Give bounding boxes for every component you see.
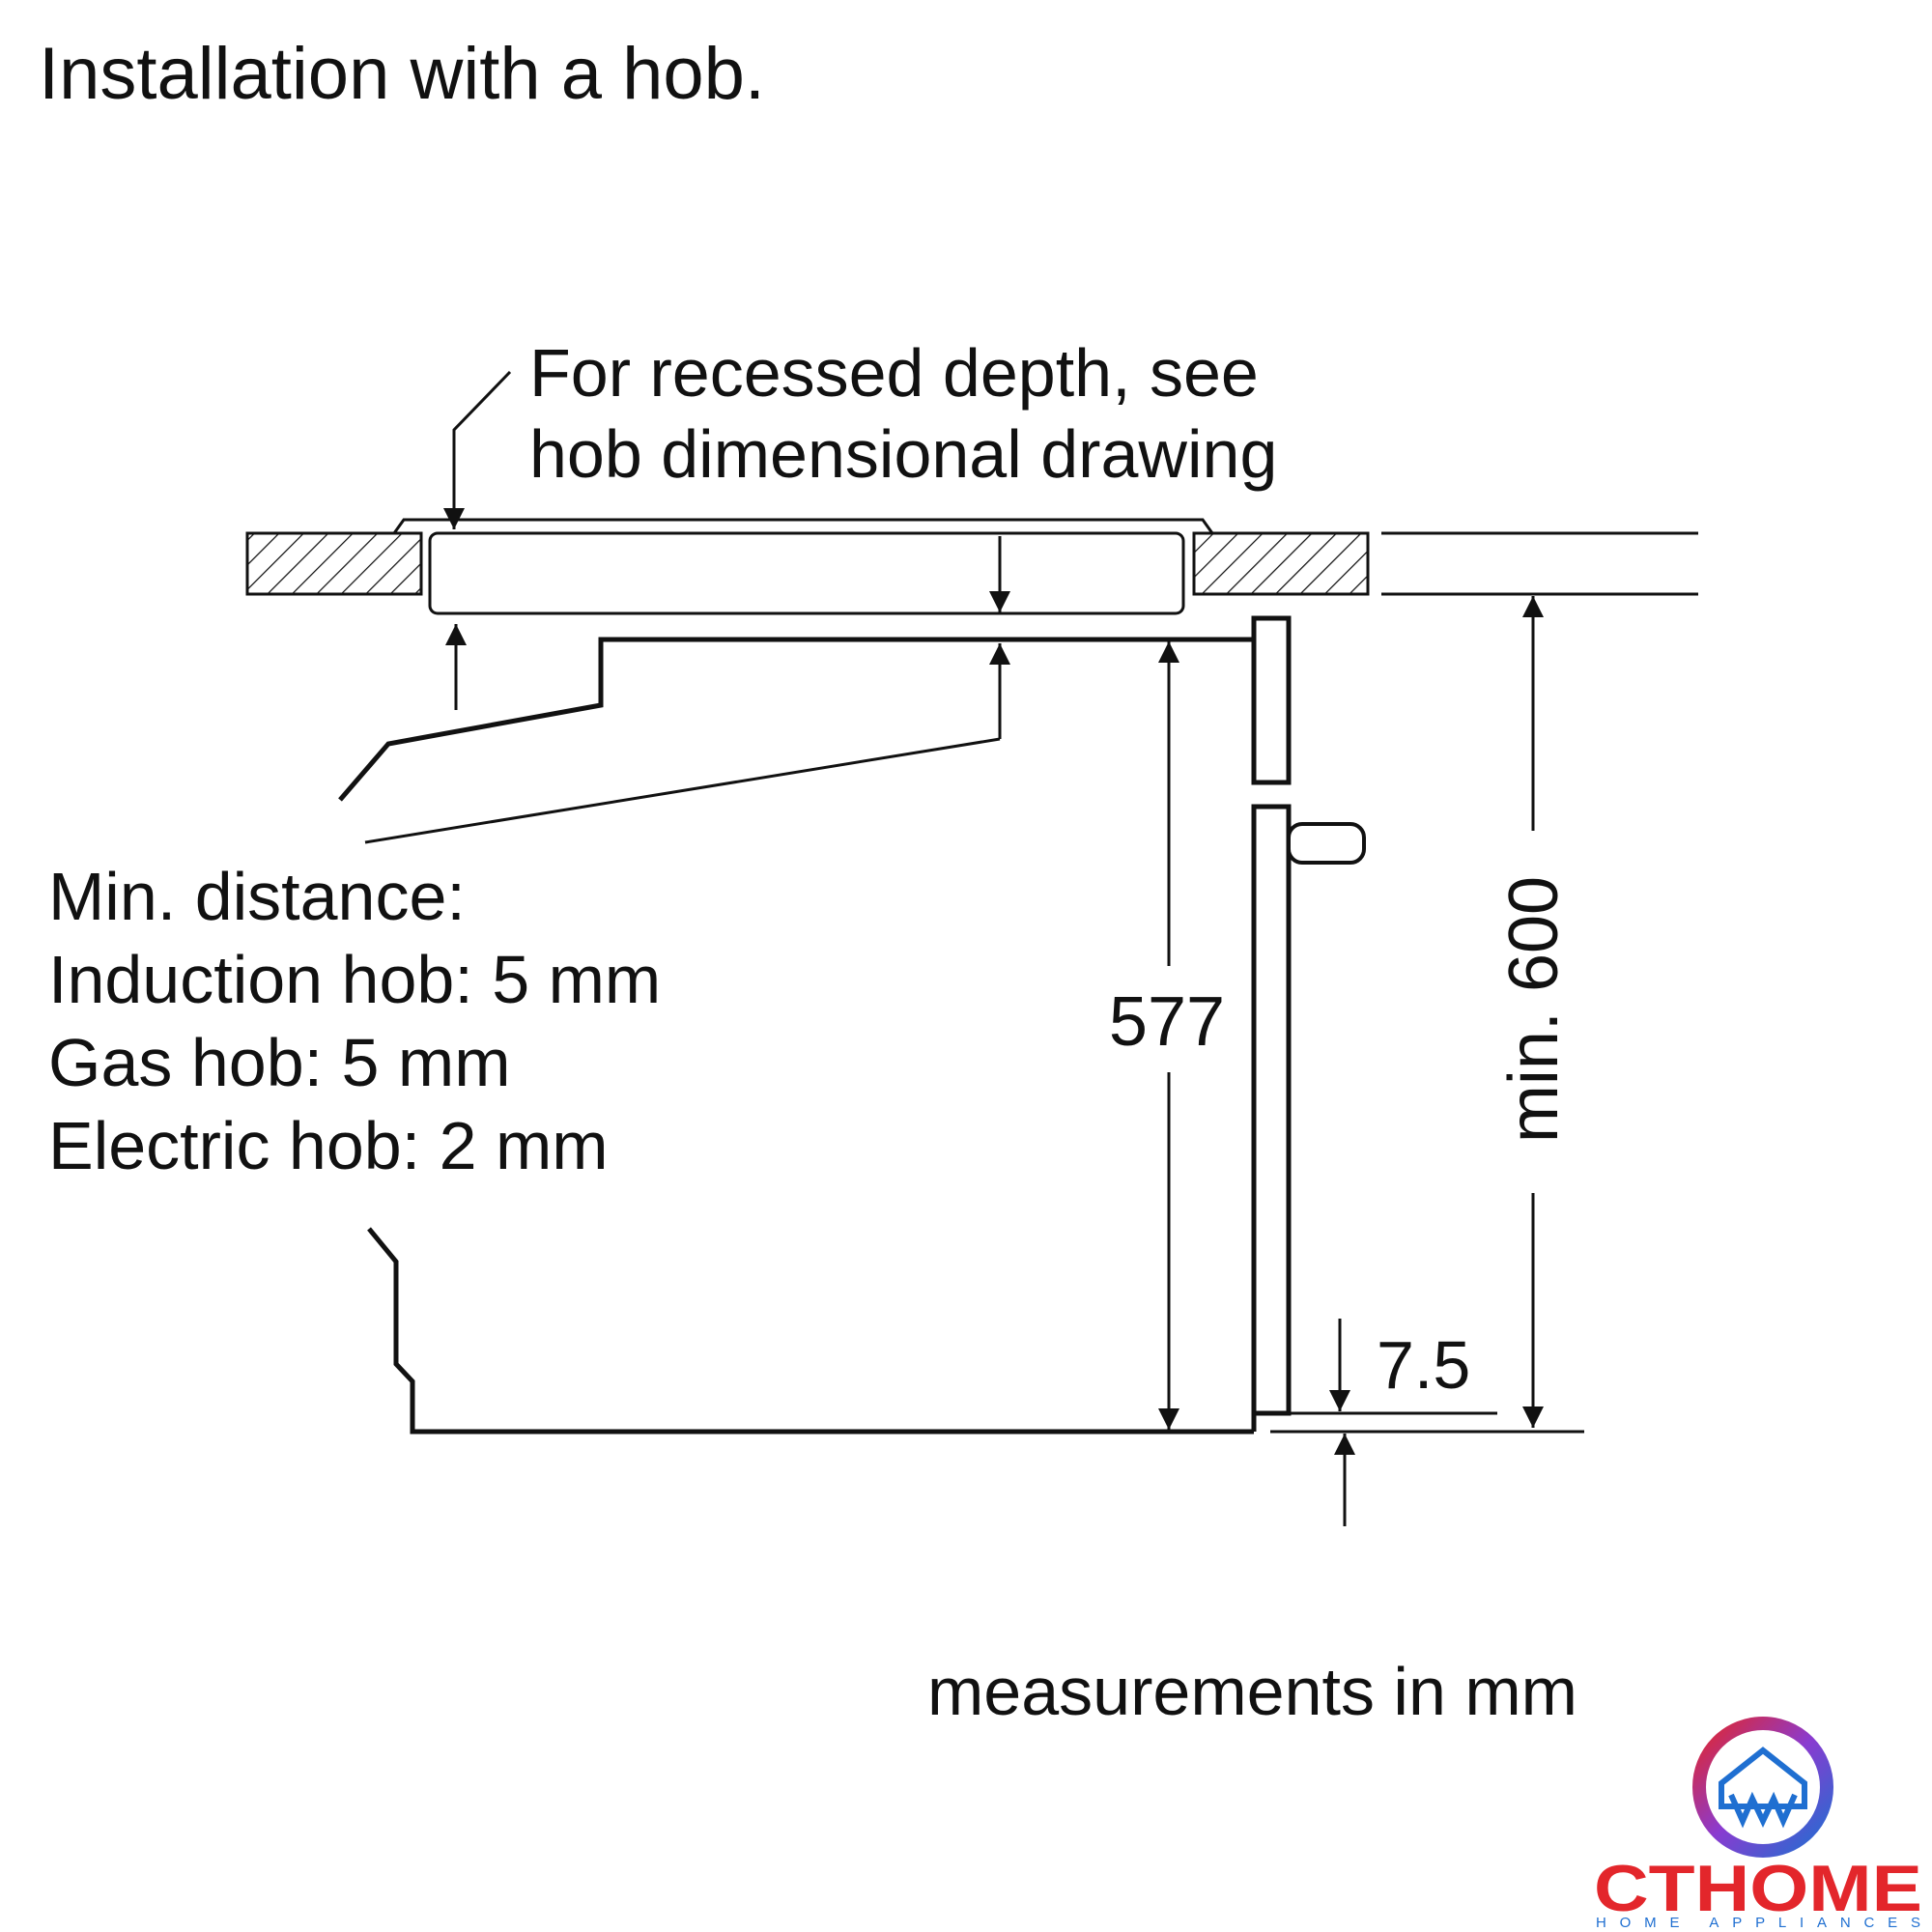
hob-body <box>428 531 1185 615</box>
house-icon <box>1692 1717 1833 1858</box>
logo-brand: CTHOME <box>1594 1852 1922 1925</box>
oven-door <box>1251 804 1292 1416</box>
oven-front-upper <box>1251 615 1292 785</box>
dim-600-label: min. 600 <box>1495 876 1573 1143</box>
worktop-right <box>1192 531 1370 596</box>
callout-line-1: For recessed depth, see <box>529 335 1259 411</box>
dim-75-label: 7.5 <box>1377 1327 1470 1403</box>
min-distance-gas: Gas hob: 5 mm <box>48 1025 511 1100</box>
oven-knob <box>1287 822 1366 865</box>
min-distance-electric: Electric hob: 2 mm <box>48 1108 609 1183</box>
dim-577-label: 577 <box>1109 983 1225 1061</box>
oven-top-outline <box>338 637 1254 802</box>
measurements-note: measurements in mm <box>927 1654 1577 1729</box>
diagram-title: Installation with a hob. <box>39 33 765 115</box>
cthome-logo: CTHOME HOME APPLIANCES <box>1594 1717 1922 1931</box>
callout-leader <box>443 370 512 529</box>
worktop-left <box>245 531 423 596</box>
gap-leader-line <box>364 737 1001 844</box>
min-distance-induction: Induction hob: 5 mm <box>48 942 661 1017</box>
oven-bottom-outline <box>367 1227 1254 1435</box>
hob-flange <box>392 518 1214 534</box>
callout-line-2: hob dimensional drawing <box>529 416 1277 492</box>
min-distance-heading: Min. distance: <box>48 859 466 934</box>
logo-tagline: HOME APPLIANCES <box>1596 1915 1920 1931</box>
